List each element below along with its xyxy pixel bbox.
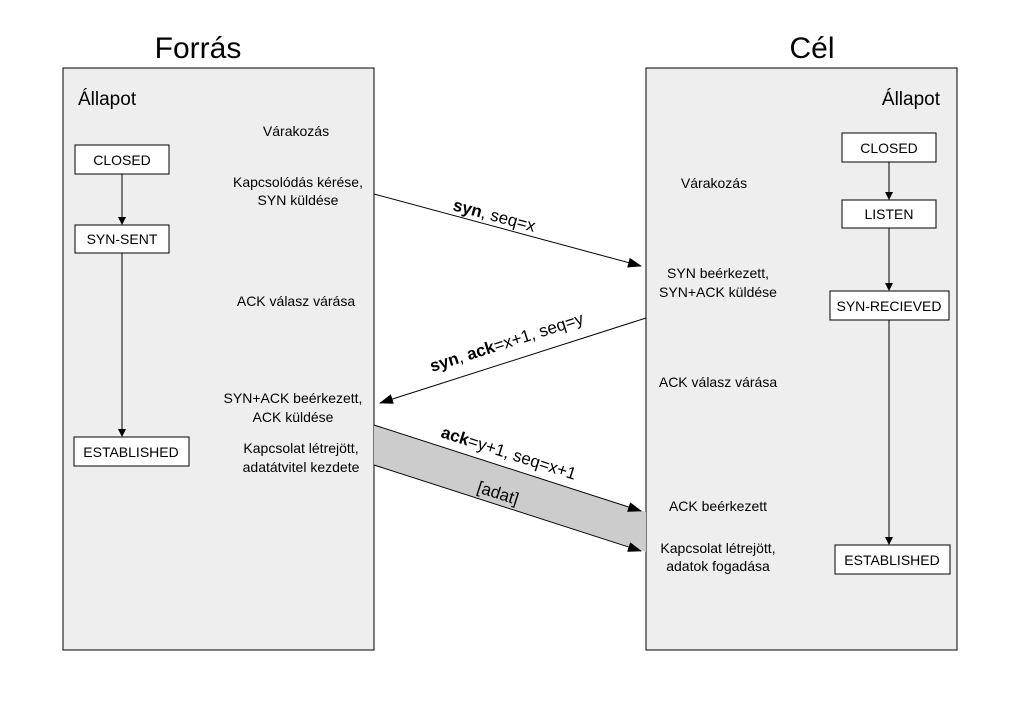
target-state-established bbox=[834, 544, 951, 575]
source-state-syn-sent-label: SYN-SENT bbox=[87, 231, 158, 247]
source-state-closed bbox=[74, 144, 170, 175]
syn-ack-arrow bbox=[379, 317, 647, 404]
target-title: Cél bbox=[789, 32, 834, 65]
target-state-syn-recieved bbox=[829, 290, 950, 321]
source-note-request-2: SYN küldése bbox=[258, 192, 339, 208]
target-state-heading: Állapot bbox=[882, 89, 941, 110]
source-state-heading: Állapot bbox=[78, 89, 137, 110]
source-state-established bbox=[73, 436, 190, 467]
source-state-syn-sent bbox=[74, 224, 170, 254]
source-note-synack-1: SYN+ACK beérkezett, bbox=[224, 390, 363, 406]
syn-ack-message-label: syn, ack=x+1, seq=y bbox=[427, 309, 586, 376]
syn-message-label: syn, seq=x bbox=[451, 196, 538, 236]
source-title: Forrás bbox=[155, 32, 242, 65]
source-note-request-1: Kapcsolódás kérése, bbox=[233, 174, 363, 190]
target-note-est-2: adatok fogadása bbox=[666, 558, 770, 574]
data-arrow bbox=[373, 464, 642, 552]
target-state-listen-label: LISTEN bbox=[864, 206, 913, 222]
target-note-syn-2: SYN+ACK küldése bbox=[659, 284, 777, 300]
source-state-closed-label: CLOSED bbox=[93, 152, 151, 168]
source-note-est-2: adatátvitel kezdete bbox=[243, 459, 360, 475]
target-note-syn-1: SYN beérkezett, bbox=[667, 265, 769, 281]
target-state-listen bbox=[841, 199, 937, 229]
ack-arrow bbox=[373, 424, 642, 512]
target-note-ack-wait: ACK válasz várása bbox=[659, 374, 777, 390]
target-note-est-1: Kapcsolat létrejött, bbox=[660, 540, 775, 556]
target-note-ack-recv: ACK beérkezett bbox=[669, 498, 767, 514]
target-state-established-label: ESTABLISHED bbox=[844, 552, 939, 568]
source-note-synack-2: ACK küldése bbox=[253, 409, 334, 425]
target-note-waiting: Várakozás bbox=[681, 175, 747, 191]
target-state-syn-recieved-label: SYN-RECIEVED bbox=[836, 298, 941, 314]
syn-arrow bbox=[373, 193, 642, 268]
source-note-waiting: Várakozás bbox=[263, 123, 329, 139]
target-state-closed-label: CLOSED bbox=[860, 140, 918, 156]
source-note-ack-wait: ACK válasz várása bbox=[237, 293, 355, 309]
source-state-established-label: ESTABLISHED bbox=[83, 444, 178, 460]
data-transfer-band bbox=[374, 425, 646, 552]
source-note-est-1: Kapcsolat létrejött, bbox=[243, 440, 358, 456]
